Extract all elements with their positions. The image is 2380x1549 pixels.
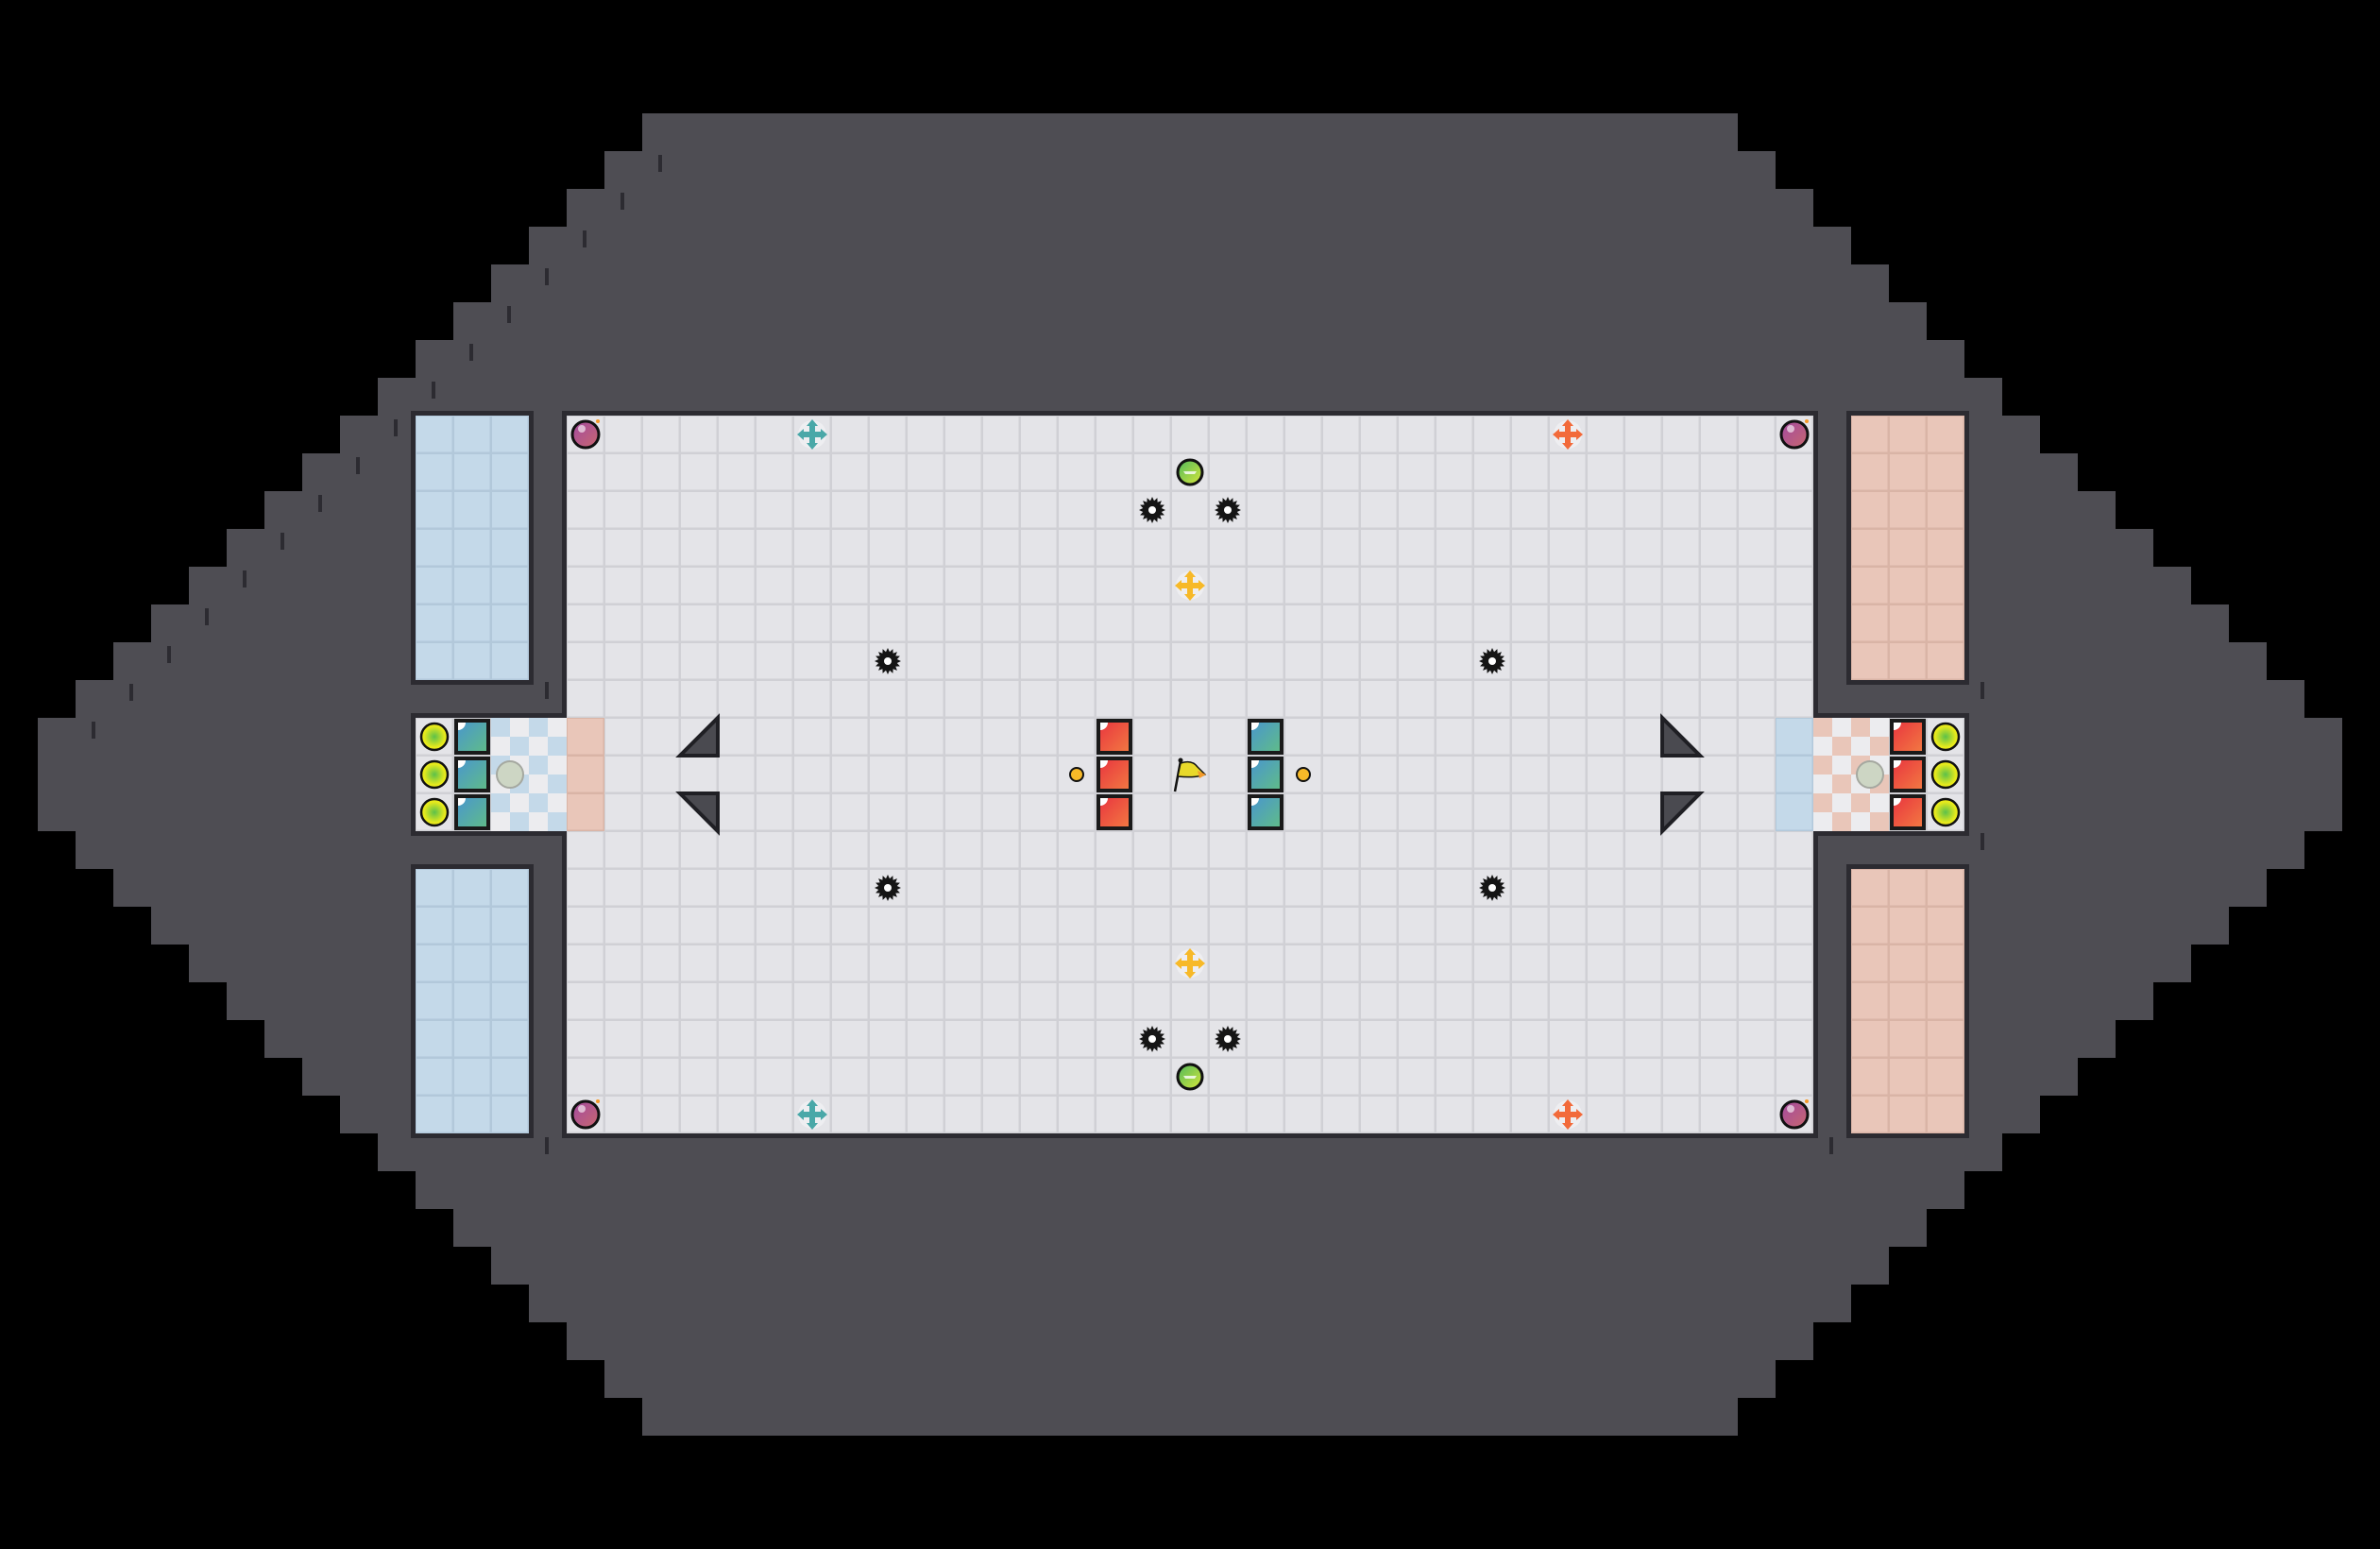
powerup-cross-icon — [797, 419, 827, 450]
blue-zone-top — [416, 416, 529, 680]
gate-block-icon — [454, 719, 490, 755]
wall-row — [491, 264, 1889, 302]
spike-icon — [1479, 875, 1505, 901]
red-zone-top — [1851, 416, 1964, 680]
gate-block-icon — [1248, 757, 1284, 792]
powerup-cross-icon — [1553, 1099, 1583, 1130]
map-entities — [419, 419, 1961, 1130]
wall-corner-triangle — [675, 792, 720, 836]
yellow-flag-icon — [1173, 757, 1207, 792]
gate-block-icon — [1248, 794, 1284, 830]
gate-block-icon — [1096, 757, 1132, 792]
portal-ball-icon — [1176, 458, 1204, 486]
spike-icon — [875, 648, 901, 674]
spike-icon — [1139, 497, 1165, 523]
powerup-cross-icon — [797, 1099, 827, 1130]
wall-row — [491, 1247, 1889, 1285]
wall-row — [604, 151, 1776, 189]
yellow-dot-icon — [1069, 767, 1084, 782]
gate-block-icon — [454, 757, 490, 792]
powerup-cross-icon — [1175, 948, 1205, 979]
inactive-marker-icon — [1856, 760, 1884, 789]
wall-tick — [92, 722, 95, 739]
yellow-boost-icon — [1930, 722, 1961, 752]
wall-row — [604, 1360, 1776, 1398]
spike-icon — [1215, 497, 1241, 523]
wall-tick — [1980, 833, 1984, 850]
gate-block-icon — [1096, 719, 1132, 755]
wall-tick — [469, 344, 473, 361]
yellow-boost-icon — [1930, 759, 1961, 790]
bomb-icon — [570, 419, 601, 450]
gate-block-icon — [1890, 794, 1926, 830]
spike-icon — [1479, 648, 1505, 674]
spike-icon — [875, 875, 901, 901]
wall-tick — [658, 155, 662, 172]
wall-tick — [280, 533, 284, 550]
wall-corner-triangle — [1660, 713, 1705, 757]
gate-block-icon — [1096, 794, 1132, 830]
blue-zone-bottom — [416, 869, 529, 1133]
yellow-boost-icon — [419, 722, 450, 752]
wall-tick — [1829, 1137, 1833, 1154]
portal-ball-icon — [1176, 1063, 1204, 1091]
wall-row — [453, 1209, 1927, 1247]
wall-tick — [545, 682, 549, 699]
wall-row — [416, 1171, 1964, 1209]
wall-row — [567, 189, 1813, 227]
wall-row — [567, 1322, 1813, 1360]
powerup-cross-icon — [1553, 419, 1583, 450]
wall-tick — [545, 268, 549, 285]
gate-block-icon — [1890, 719, 1926, 755]
yellow-boost-icon — [1930, 797, 1961, 827]
wall-row — [453, 302, 1927, 340]
wall-row — [642, 113, 1738, 151]
wall-row — [529, 227, 1851, 264]
bomb-icon — [570, 1099, 601, 1130]
wall-tick — [1980, 682, 1984, 699]
wall-tick — [356, 457, 360, 474]
bomb-icon — [1779, 419, 1810, 450]
wall-tick — [243, 570, 246, 587]
red-zone-bottom — [1851, 869, 1964, 1133]
wall-row — [642, 1398, 1738, 1436]
wall-tick — [129, 684, 133, 701]
wall-tick — [545, 1137, 549, 1154]
wall-tick — [583, 230, 586, 247]
yellow-boost-icon — [419, 797, 450, 827]
wall-corner-triangle — [1660, 792, 1705, 836]
wall-row — [529, 1285, 1851, 1322]
spike-icon — [1215, 1026, 1241, 1052]
wall-tick — [394, 419, 398, 436]
gate-block-icon — [454, 794, 490, 830]
wall-row — [378, 378, 2002, 416]
powerup-cross-icon — [1175, 570, 1205, 601]
yellow-boost-icon — [419, 759, 450, 790]
red-strip — [567, 718, 604, 831]
inactive-marker-icon — [496, 760, 524, 789]
wall-tick — [167, 646, 171, 663]
gate-block-icon — [1248, 719, 1284, 755]
wall-row — [416, 340, 1964, 378]
wall-tick — [432, 382, 435, 399]
spike-icon — [1139, 1026, 1165, 1052]
yellow-dot-icon — [1296, 767, 1311, 782]
gate-block-icon — [1890, 757, 1926, 792]
wall-tick — [318, 495, 322, 512]
wall-corner-triangle — [675, 713, 720, 757]
wall-tick — [620, 193, 624, 210]
wall-row — [378, 1133, 2002, 1171]
bomb-icon — [1779, 1099, 1810, 1130]
wall-tick — [205, 608, 209, 625]
wall-tick — [507, 306, 511, 323]
blue-strip — [1776, 718, 1813, 831]
